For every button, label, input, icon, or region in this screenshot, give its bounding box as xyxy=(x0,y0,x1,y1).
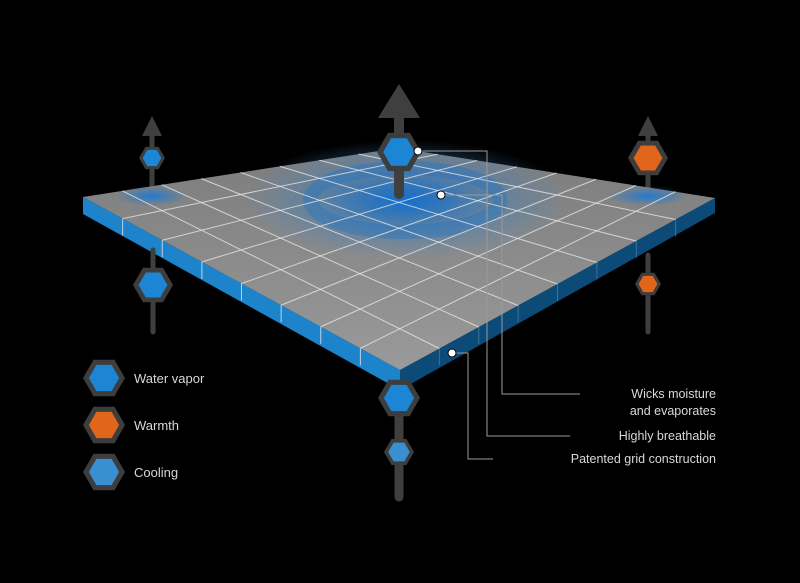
leader-breathable xyxy=(418,150,570,437)
callout-wicks-line-2: and evaporates xyxy=(629,404,716,418)
leader-grid xyxy=(452,352,493,460)
center-vapor-hex-icon xyxy=(377,132,421,172)
center-bottom-vapor-hex-icon xyxy=(378,379,420,417)
leader-wicks xyxy=(441,194,580,395)
callout-dot-breathable xyxy=(413,146,423,156)
legend-label-warmth: Warmth xyxy=(134,418,180,433)
center-bottom-cooling-hex-icon xyxy=(384,439,414,465)
right-top-warmth-hex-icon xyxy=(628,140,668,176)
left-bottom-vapor-hex-icon xyxy=(133,267,173,303)
warmth-hex-icon xyxy=(83,406,125,444)
legend-label-cooling: Cooling xyxy=(134,465,179,480)
left-corner-glow xyxy=(116,186,188,206)
right-corner-glow xyxy=(608,186,688,206)
callout-dot-wicks xyxy=(436,190,446,200)
callout-wicks-line-1: Wicks moisture xyxy=(631,387,716,401)
water-vapor-hex-icon xyxy=(83,359,125,397)
callout-highly-breathable: Highly breathable xyxy=(618,429,716,443)
callout-dot-grid xyxy=(447,348,457,358)
cooling-hex-icon xyxy=(83,453,125,491)
callout-wicks-moisture: Wicks moisture and evaporates xyxy=(630,386,716,420)
right-bottom-warmth-hex-icon xyxy=(635,272,661,296)
leader-lines xyxy=(418,150,580,460)
left-top-vapor-hex-icon xyxy=(139,146,165,170)
callout-patented-grid: Patented grid construction xyxy=(570,452,716,466)
legend-label-water-vapor: Water vapor xyxy=(134,371,205,386)
